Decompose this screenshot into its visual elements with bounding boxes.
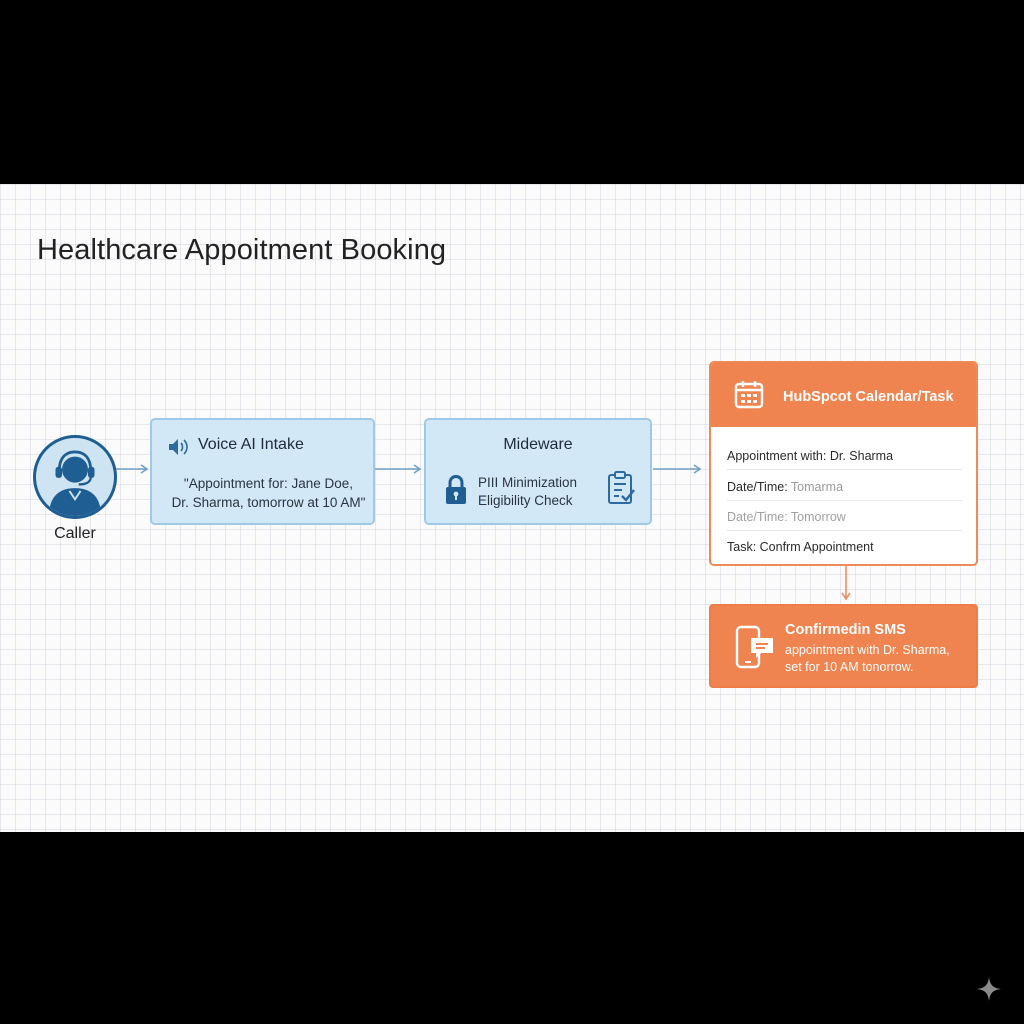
phone-message-icon [735,625,773,669]
lock-icon [446,474,466,504]
pii-minimization-label: PIII Minimization [478,475,578,490]
speaker-icon [169,439,188,455]
sparkle-icon [977,977,1001,1001]
datetime-label: Date/Time: [727,480,788,494]
hubspot-row-task: Task: Confrm Appointment [727,540,874,554]
middleware-node: Mideware PIII Minimization Eligibility C… [424,418,652,525]
eligibility-check-label: Eligibility Check [478,493,573,508]
hubspot-row-datetime-2: Date/Time: Tomorrow [727,510,962,531]
sms-title: Confirmedin SMS [785,622,906,638]
hubspot-calendar-task-node: HubSpcot Calendar/Task Appointment with:… [709,361,978,566]
hubspot-row-appointment: Appointment with: Dr. Sharma [727,449,962,470]
voice-ai-intake-title: Voice AI Intake [198,436,304,453]
sms-line2: set for 10 AM tonorrow. [785,660,914,674]
arrow-caller-to-voice [116,462,150,476]
sms-line1: appointment with Dr. Sharma, [785,643,950,657]
voice-ai-intake-node: Voice AI Intake "Appointment for: Jane D… [150,418,375,525]
headset-agent-icon [33,435,117,519]
hubspot-header: HubSpcot Calendar/Task [711,363,976,427]
calendar-icon [734,381,764,409]
voice-quote-line1: "Appointment for: Jane Doe, [183,476,354,491]
middleware-title: Mideware [503,436,573,453]
middleware-lines: PIII Minimization Eligibility Check [478,474,577,510]
clipboard-check-icon [608,471,635,504]
hubspot-row-datetime-1: Date/Time: Tomarma [727,480,962,501]
caller-label: Caller [54,525,96,542]
arrow-hubspot-to-sms [839,566,853,602]
diagram-canvas: Healthcare Appoitment Booking Caller Voi… [0,184,1024,832]
datetime-value: Tomarma [790,480,844,494]
sms-text: appointment with Dr. Sharma, set for 10 … [785,642,950,676]
voice-quote-line2: Dr. Sharma, tomorrow at 10 AM" [171,495,366,510]
datetime-label-2: Date/Time: [727,510,788,524]
page-title: Healthcare Appoitment Booking [37,234,447,266]
voice-quote: "Appointment for: Jane Doe, Dr. Sharma, … [166,474,371,512]
hubspot-title: HubSpcot Calendar/Task [783,389,954,405]
arrow-middleware-to-hubspot [653,462,703,476]
datetime-value-2: Tomorrow [790,510,846,524]
arrow-voice-to-middleware [375,462,423,476]
sms-confirmation-node: Confirmedin SMS appointment with Dr. Sha… [709,604,978,688]
